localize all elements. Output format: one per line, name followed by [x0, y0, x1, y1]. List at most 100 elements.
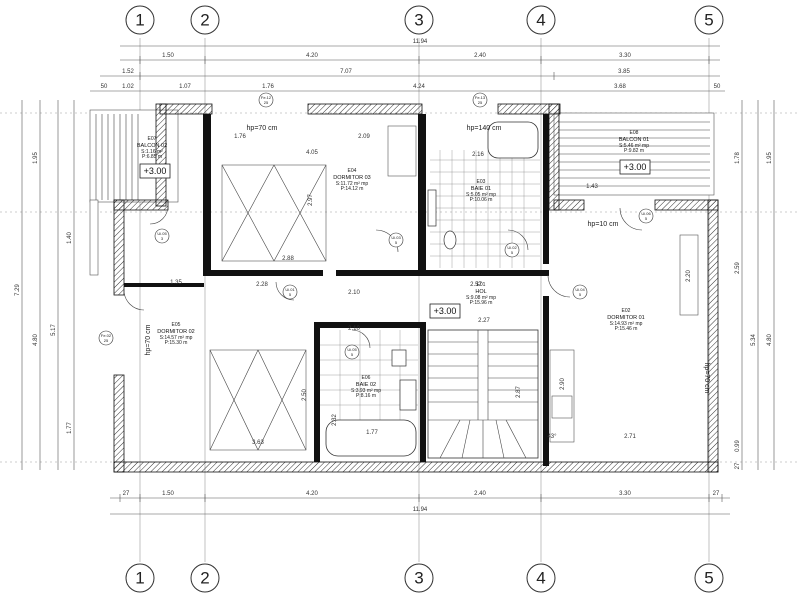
room-name-baie-02: BAIE 02 — [356, 382, 376, 388]
room-code-e02: E02 — [622, 308, 631, 314]
note-dim-216: 2.16 — [472, 152, 484, 158]
room-name-baie-01: BAIE 01 — [471, 186, 491, 192]
toilet-02 — [391, 349, 407, 367]
tag-ui01: Ui.01 — [285, 287, 295, 292]
tag-ui05a-sub: 3 — [161, 236, 164, 241]
dim-top-r3-5: 4.24 — [413, 84, 425, 90]
dim-right-2: 1.78 — [735, 152, 741, 164]
dim-top-r2-2: 7.07 — [340, 69, 352, 75]
room-name-hol: HOL — [475, 289, 486, 295]
level-box-balcony-02 — [139, 163, 171, 179]
room-extra-dormitor-02: P:15.30 m — [165, 340, 188, 346]
room-area-balcon-01: S:5.46 m² mp — [619, 143, 649, 149]
dim-right-7: 27 — [735, 462, 741, 469]
tag-fe13: Fe.13 — [475, 95, 486, 100]
note-dim-287: 2.87 — [516, 386, 522, 398]
grid-bubble-5-bottom — [694, 563, 724, 593]
sink-01 — [427, 189, 437, 227]
grid-label-3-bottom: 3 — [414, 569, 423, 588]
dim-bottom-r1-5: 3.30 — [619, 491, 631, 497]
grid-bubble-2-top — [190, 5, 220, 35]
room-name-balcon-02: BALCON 02 — [137, 143, 167, 149]
tag-fe02: Fe.02 — [101, 333, 112, 338]
tag-fe13-sub: 25 — [478, 100, 483, 105]
grid-label-1-bottom: 1 — [135, 569, 144, 588]
tag-circle-fe13 — [472, 92, 488, 108]
tag-ui05b-sub: 5 — [351, 352, 354, 357]
dim-bottom-r1-6: 27 — [713, 491, 720, 497]
note-dim-210b: 2.10 — [348, 326, 360, 332]
dim-top-r3-1: 50 — [101, 84, 108, 90]
dimensions-top: 11.94 1.50 4.20 2.40 3.30 1.52 7.07 3.85… — [90, 39, 725, 92]
bath-02 — [320, 330, 418, 457]
room-extra-dormitor-01: P:15.46 m — [615, 326, 638, 332]
dim-left-6: 1.77 — [67, 422, 73, 434]
note-hp70-right: hp=70 cm — [703, 363, 710, 394]
level-balcony-01: +3.00 — [624, 162, 647, 172]
grid-label-1-top: 1 — [135, 11, 144, 30]
balcony-01 — [553, 112, 715, 196]
note-dim-290: 2.90 — [560, 378, 566, 390]
room-area-dormitor-03: S:11.72 m² mp — [336, 181, 369, 187]
room-name-dormitor-02: DORMITOR 02 — [157, 329, 195, 335]
dim-left-2: 1.95 — [33, 152, 39, 164]
room-code-e06: E06 — [362, 375, 371, 381]
room-name-dormitor-03: DORMITOR 03 — [333, 175, 371, 181]
window-tags: Fe.12 25 Fe.13 25 Fe.02 25 Ui.05 3 Ui.03… — [98, 92, 654, 360]
dim-top-r3-2: 1.02 — [122, 84, 134, 90]
level-balcony-02: +3.00 — [144, 166, 167, 176]
room-code-e03: E03 — [477, 179, 486, 185]
dim-top-r2-3: 3.85 — [618, 69, 630, 75]
room-extra-balcon-01: P:9.82 m — [624, 148, 644, 154]
dimensions-right: 1.95 1.78 2.59 4.80 5.34 0.99 27 — [735, 100, 775, 470]
room-code-e04: E04 — [348, 168, 357, 174]
room-labels: E07 BALCON 02 S:1.16 m² P:6.85 m E04 DOR… — [137, 130, 649, 399]
dim-right-5: 5.34 — [751, 334, 757, 346]
room-area-dormitor-02: S:14.57 m² mp — [160, 335, 193, 341]
tag-circle-ui04 — [572, 284, 588, 300]
dim-bottom-r1-4: 2.40 — [474, 491, 486, 497]
grid-label-5-bottom: 5 — [704, 569, 713, 588]
grid-bubbles-bottom: 1 2 3 4 5 — [125, 563, 724, 593]
note-dim-363: 3.63 — [252, 440, 264, 446]
note-dim-135: 1.35 — [170, 280, 182, 286]
grid-bubble-3-bottom — [404, 563, 434, 593]
grid-bubble-1-bottom — [125, 563, 155, 593]
dimensions-left: 7.29 1.95 1.40 4.80 5.17 1.77 — [15, 100, 75, 470]
interior-walls — [124, 114, 549, 466]
note-dim-143: 1.43 — [586, 184, 598, 190]
room-extra-balcon-02: P:6.85 m — [142, 154, 162, 160]
tag-ui06: Ui.06 — [641, 211, 651, 216]
dim-right-4: 4.80 — [767, 334, 773, 346]
dim-top-r3-3: 1.07 — [179, 84, 191, 90]
grid-bubble-4-bottom — [526, 563, 556, 593]
grid-label-3-top: 3 — [414, 11, 423, 30]
dim-left-4: 4.80 — [33, 334, 39, 346]
tag-circle-fe12 — [258, 92, 274, 108]
tag-fe12-sub: 25 — [264, 100, 269, 105]
dim-top-r1-1: 1.50 — [162, 53, 174, 59]
sink-02 — [399, 379, 417, 411]
dim-left-5: 5.17 — [51, 324, 57, 336]
grid-label-2-top: 2 — [200, 11, 209, 30]
tag-circle-ui01 — [282, 284, 298, 300]
dim-bottom-r1-1: 27 — [123, 491, 130, 497]
note-dim-228: 2.28 — [256, 282, 268, 288]
bedroom-03-wardrobe — [221, 125, 417, 262]
note-dim-271: 2.71 — [624, 434, 636, 440]
annotations: hp=70 cm hp=140 cm hp=10 cm hp=70 cm hp=… — [145, 125, 710, 446]
note-dim-297: 2.97 — [308, 194, 314, 206]
tag-circle-ui05a — [154, 228, 170, 244]
dim-left-1: 7.29 — [15, 284, 21, 296]
tag-ui01-sub: 5 — [289, 292, 292, 297]
grid-bubble-2-bottom — [190, 563, 220, 593]
level-box-balcony-01 — [619, 159, 651, 175]
room-code-e01: E01 — [477, 282, 486, 288]
tag-ui04: Ui.04 — [575, 287, 585, 292]
dim-right-1: 1.95 — [767, 152, 773, 164]
note-dim-288: 2.88 — [282, 256, 294, 262]
tag-ui03: Ui.03 — [391, 235, 401, 240]
dim-left-3: 1.40 — [67, 232, 73, 244]
room-extra-baie-01: P:10.06 m — [470, 197, 493, 203]
